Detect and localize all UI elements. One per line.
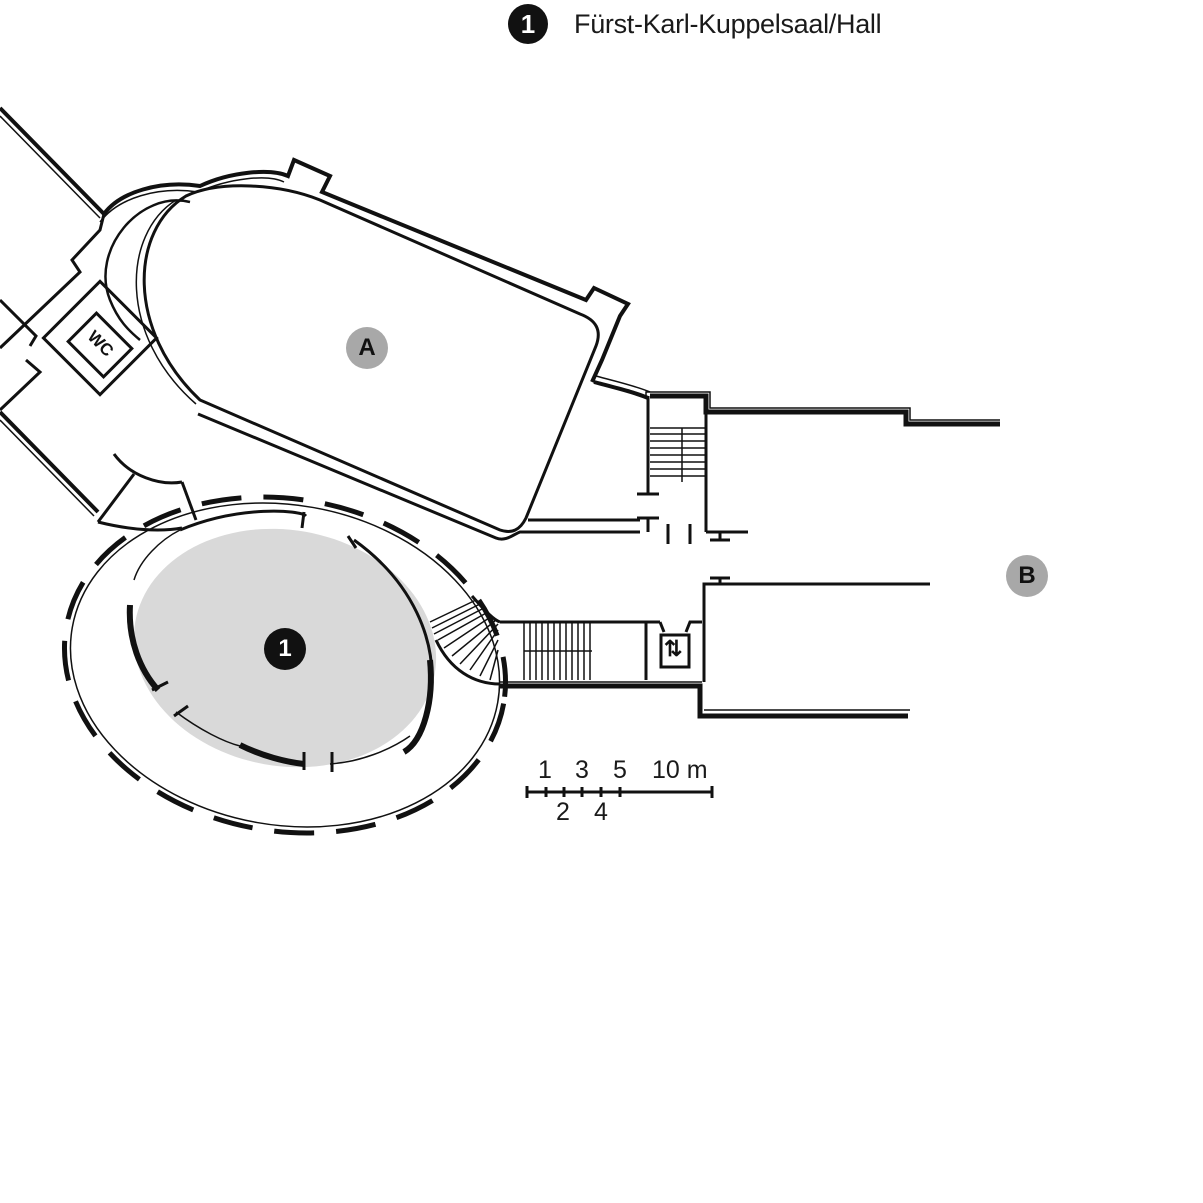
elevator-icon: ⇅ <box>664 636 683 661</box>
scale-label-10m: 10 m <box>652 756 708 784</box>
legend-number-badge: 1 <box>508 4 548 44</box>
scale-label-3: 3 <box>575 756 589 784</box>
vestibule <box>96 453 198 532</box>
scale-bar-line <box>525 786 714 798</box>
scale-label-2: 2 <box>556 798 570 826</box>
diagonal-wall-upper <box>0 106 106 219</box>
curved-stair <box>429 595 501 686</box>
legend-label: Fürst-Karl-Kuppelsaal/Hall <box>574 8 882 39</box>
hall-1-marker[interactable]: 1 <box>264 628 306 670</box>
scale-label-5: 5 <box>613 756 627 784</box>
corridor-east <box>500 576 930 719</box>
hall-outer-ring <box>61 494 509 836</box>
stair-tower <box>637 391 1000 544</box>
room-b-marker[interactable]: B <box>1006 555 1048 597</box>
legend: 1 Fürst-Karl-Kuppelsaal/Hall <box>508 4 882 44</box>
wc-block <box>0 213 159 412</box>
diagonal-wall-lower <box>0 410 100 517</box>
scale-label-1: 1 <box>538 756 552 784</box>
room-a-building <box>99 157 651 541</box>
room-a-marker[interactable]: A <box>346 327 388 369</box>
scale-label-4: 4 <box>594 798 608 826</box>
